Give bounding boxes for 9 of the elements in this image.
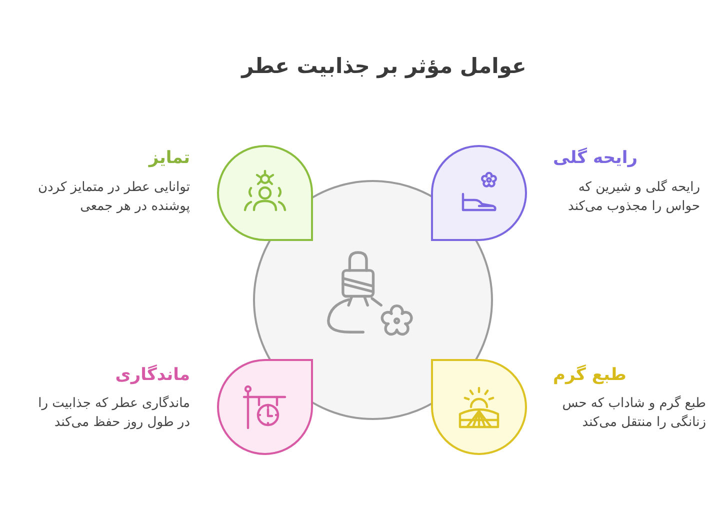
factor-description: ماندگاری عطر که جذابیت را در طول روز حفظ می‌کند (37, 394, 190, 432)
factor-heading: رایحه گلی (553, 146, 638, 170)
factor-heading: ماندگاری (115, 364, 190, 387)
factor-heading: طبع گرم (553, 364, 626, 387)
factor-heading: تمایز (148, 147, 190, 170)
factor-description: توانایی عطر در متمایز کردن پوشنده در هر جمعی (36, 179, 190, 216)
factor-description: رایحه گلی و شیرین که حواس را مجذوب می‌کند (567, 178, 700, 216)
diagram-title: عوامل مؤثر بر جذابیت عطر (240, 54, 528, 78)
factor-description: طبع گرم و شاداب که حس زنانگی را منتقل می‌کند (561, 394, 706, 432)
